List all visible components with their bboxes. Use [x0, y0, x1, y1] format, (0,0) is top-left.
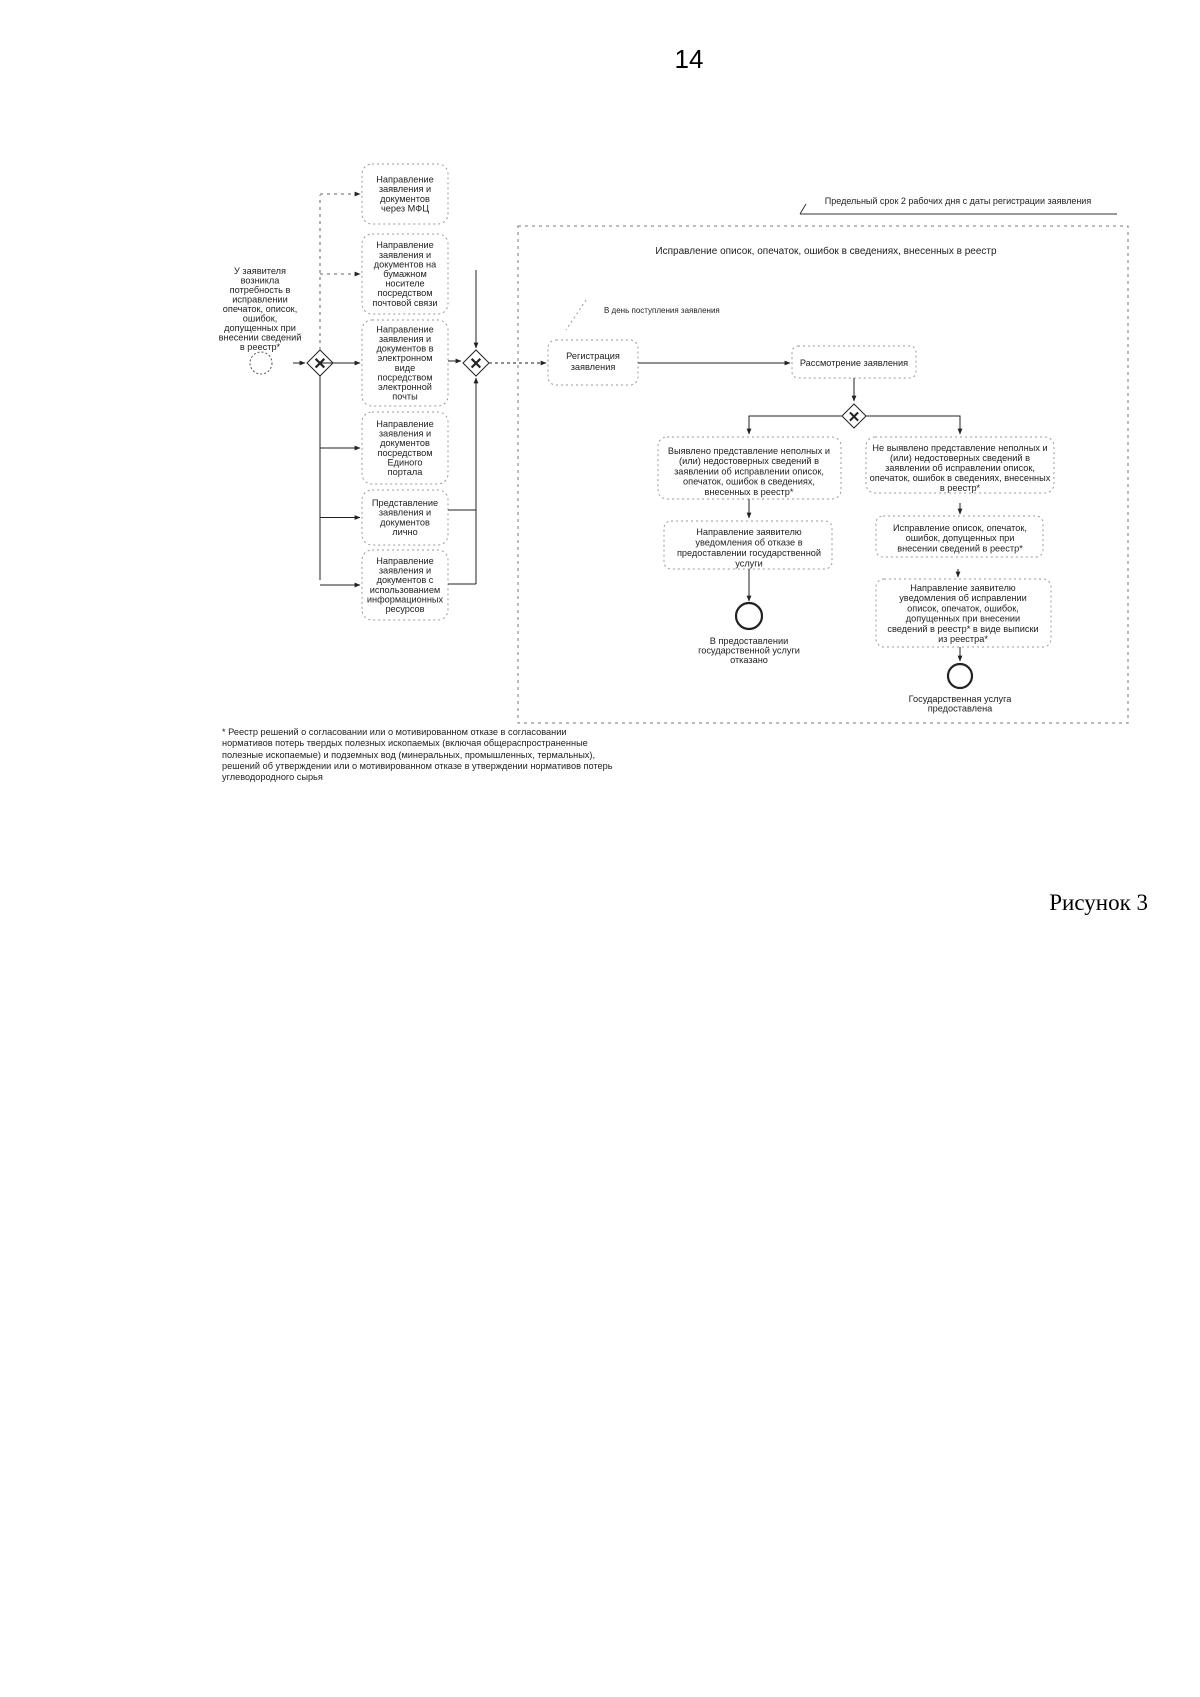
review-task-label: Рассмотрение заявления — [800, 358, 908, 368]
correction-label: Исправление описок, опечаток,ошибок, доп… — [893, 523, 1027, 553]
pool-title: Исправление описок, опечаток, ошибок в с… — [655, 245, 997, 257]
correction-notice-task — [875, 578, 1052, 648]
refusal-end-event — [734, 601, 764, 631]
footnote: * Реестр решений о согласовании или о мо… — [222, 727, 613, 783]
join-gateway: ✕ — [462, 349, 490, 377]
svg-text:✕: ✕ — [848, 409, 861, 426]
start-event — [249, 351, 273, 375]
refusal-condition — [657, 436, 842, 500]
refusal-condition-label: Выявлено представление неполных и(или) н… — [668, 446, 830, 497]
time-limit-note: Предельный срок 2 рабочих дня с даты рег… — [825, 196, 1092, 206]
success-end-event — [946, 662, 974, 690]
refusal-notice-task — [663, 520, 833, 570]
decision-gateway: ✕ — [841, 403, 867, 429]
figure-caption: Рисунок 3 — [1049, 890, 1148, 915]
correction-condition-label: Не выявлено представление неполных и(или… — [870, 443, 1051, 493]
svg-text:✕: ✕ — [313, 356, 326, 373]
page-number: 14 — [674, 44, 704, 74]
correction-task — [875, 515, 1044, 558]
svg-text:✕: ✕ — [469, 356, 482, 373]
registration-timer-label: В день поступления заявления — [604, 306, 720, 315]
correction-condition — [865, 436, 1055, 494]
